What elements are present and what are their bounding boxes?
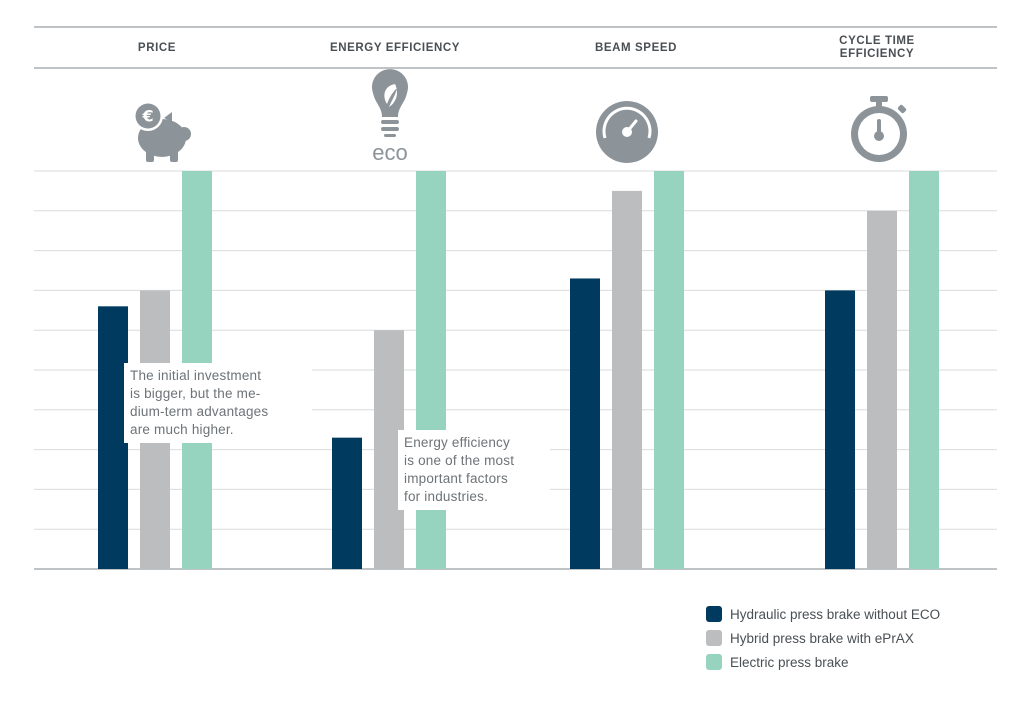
legend-item-hydraulic: Hydraulic press brake without ECO [706, 602, 940, 626]
bar-hydraulic-1 [332, 437, 362, 569]
legend: Hydraulic press brake without ECO Hybrid… [706, 602, 940, 674]
annotation-energy: Energy efficiency is one of the most imp… [398, 430, 550, 510]
category-icons: € eco [133, 69, 907, 165]
annotation-line: important factors [404, 471, 508, 486]
category-label-beam-speed: BEAM SPEED [594, 41, 678, 54]
bar-hybrid-3 [867, 210, 897, 570]
legend-swatch [706, 606, 722, 622]
annotation-line: are much higher. [130, 422, 234, 437]
bar-hydraulic-0 [98, 306, 128, 569]
annotation-line: is one of the most [404, 453, 515, 468]
legend-label: Hybrid press brake with ePrAX [730, 630, 914, 646]
eco-lightbulb-icon: eco [372, 69, 408, 165]
annotation-line: dium-term advantages [130, 404, 269, 419]
legend-label: Electric press brake [730, 654, 849, 670]
svg-text:€: € [141, 107, 153, 126]
speedometer-icon [596, 101, 658, 163]
stopwatch-icon [851, 96, 907, 162]
bar-hydraulic-2 [570, 278, 600, 569]
eco-label: eco [372, 140, 407, 165]
category-label-energy-efficiency: ENERGY EFFICIENCY [329, 41, 461, 54]
legend-item-hybrid: Hybrid press brake with ePrAX [706, 626, 940, 650]
legend-item-electric: Electric press brake [706, 650, 940, 674]
annotation-line: for industries. [404, 489, 489, 504]
legend-swatch [706, 654, 722, 670]
legend-label: Hydraulic press brake without ECO [730, 606, 941, 622]
annotation-price: The initial investment is bigger, but th… [124, 363, 312, 443]
piggy-bank-euro-icon: € [133, 101, 191, 162]
annotation-line: Energy efficiency [404, 435, 510, 450]
annotation-line: is bigger, but the me- [130, 386, 261, 401]
annotation-line: The initial investment [130, 368, 262, 383]
legend-swatch [706, 630, 722, 646]
bar-hydraulic-3 [825, 290, 855, 569]
bar-electric-3 [909, 171, 939, 569]
category-label-price: PRICE [137, 41, 177, 54]
bars [98, 171, 939, 570]
bar-electric-2 [654, 171, 684, 569]
bar-hybrid-2 [612, 190, 642, 569]
category-label-cycle-time-efficiency: CYCLE TIME EFFICIENCY [839, 35, 915, 60]
